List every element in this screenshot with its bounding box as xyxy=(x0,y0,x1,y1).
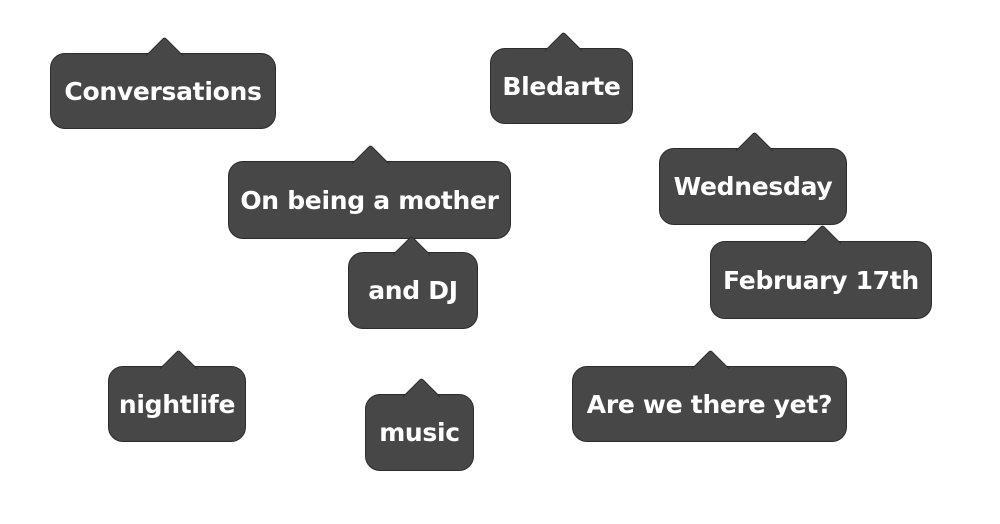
tag-on-being-a-mother[interactable]: On being a mother xyxy=(228,144,511,239)
tag-pointer xyxy=(351,144,390,183)
tag-label: Bledarte xyxy=(502,71,621,101)
tag-label: Are we there yet? xyxy=(586,389,833,419)
tag-pointer xyxy=(544,31,583,70)
tag-are-we-there-yet[interactable]: Are we there yet? xyxy=(572,349,847,442)
tag-pointer xyxy=(392,235,431,274)
tag-pointer xyxy=(159,349,198,388)
tag-and-dj[interactable]: and DJ xyxy=(348,235,478,329)
tag-pointer xyxy=(145,36,184,75)
tag-label: Conversations xyxy=(64,76,262,106)
tag-music[interactable]: music xyxy=(365,377,474,471)
tag-label: music xyxy=(379,418,460,447)
tag-bledarte[interactable]: Bledarte xyxy=(490,31,633,124)
tag-pointer xyxy=(402,377,441,416)
tag-label: February 17th xyxy=(723,265,919,295)
tag-label: and DJ xyxy=(368,276,458,305)
tag-pointer xyxy=(803,224,842,263)
tag-pointer xyxy=(691,349,730,388)
tag-february-17th[interactable]: February 17th xyxy=(710,224,932,319)
tag-label: On being a mother xyxy=(240,185,499,215)
tag-label: nightlife xyxy=(118,389,236,419)
tag-pointer xyxy=(735,131,774,170)
tag-conversations[interactable]: Conversations xyxy=(50,36,276,129)
tag-nightlife[interactable]: nightlife xyxy=(108,349,246,442)
tag-wednesday[interactable]: Wednesday xyxy=(659,131,847,225)
tag-label: Wednesday xyxy=(673,172,833,201)
